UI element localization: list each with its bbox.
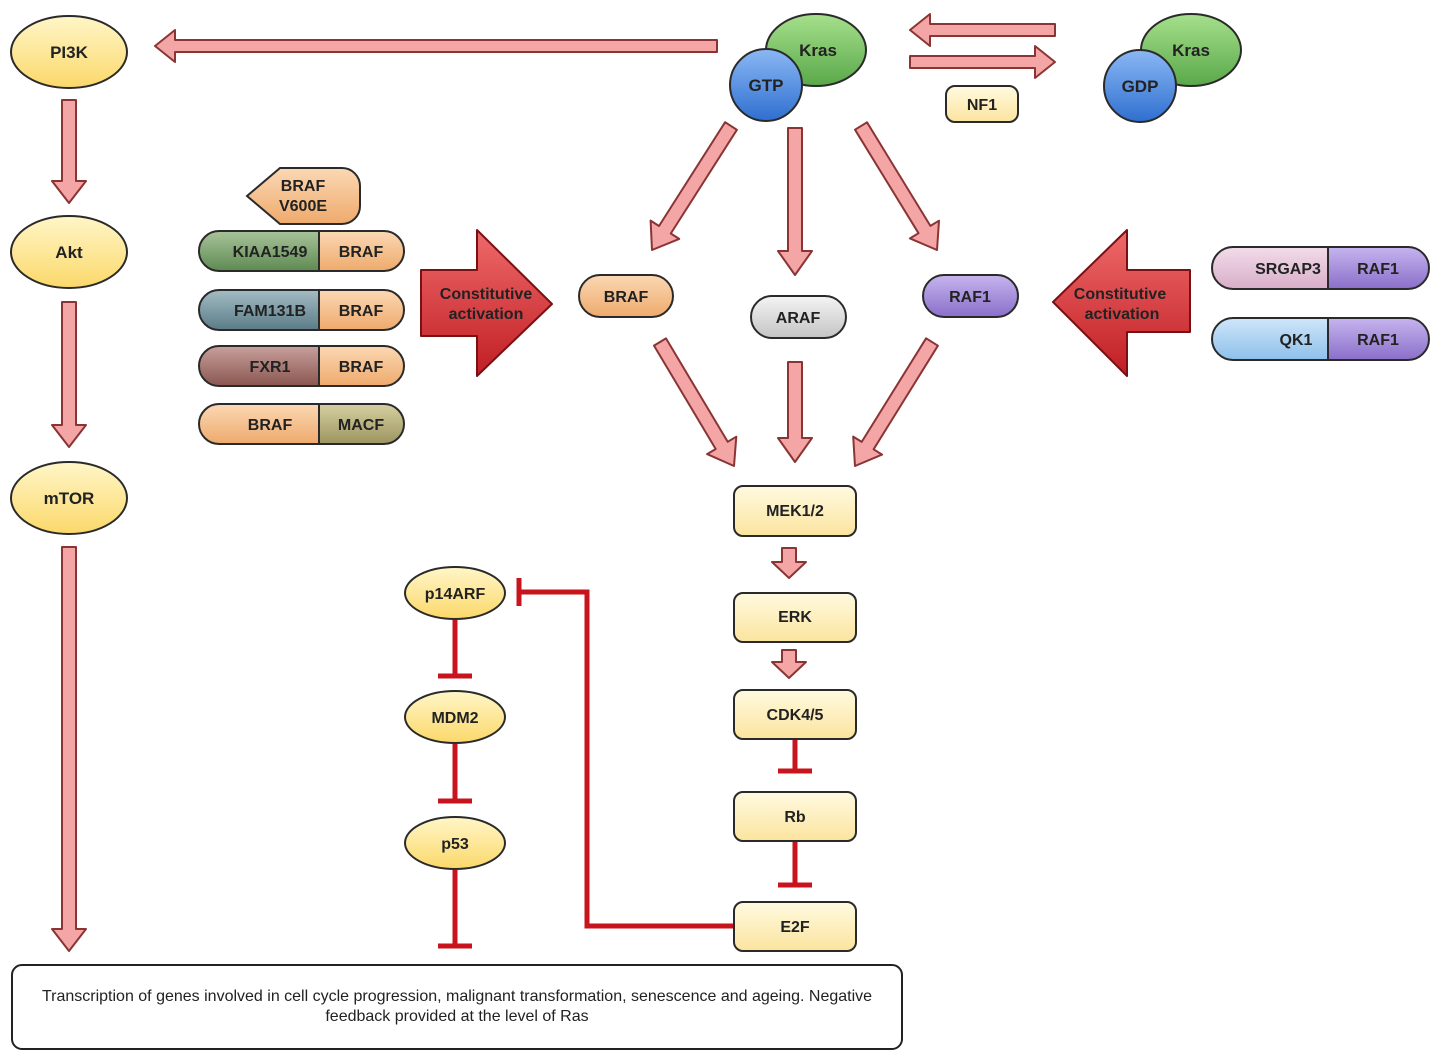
mek-label: MEK1/2 xyxy=(766,503,824,520)
raf1-node: RAF1 xyxy=(922,274,1019,318)
arrow-kras-to-braf xyxy=(649,121,738,251)
arrow-gtp-to-gdp xyxy=(909,45,1056,79)
arrow-pi3k-to-akt xyxy=(51,99,87,204)
constitutive-right-line1: Constitutive xyxy=(1074,286,1167,303)
arrow-raf1-to-mek xyxy=(852,337,939,467)
fusion-r2-partner: QK1 xyxy=(1280,332,1313,349)
p14arf-label: p14ARF xyxy=(425,586,486,603)
fusion-2-kinase: BRAF xyxy=(339,303,384,320)
p14arf-node: p14ARF xyxy=(404,566,506,620)
arrow-mek-to-erk xyxy=(771,547,807,579)
mek-node: MEK1/2 xyxy=(733,485,857,537)
fusion-4-partner: MACF xyxy=(338,417,384,434)
fusion-r2-kinase: RAF1 xyxy=(1357,332,1399,349)
fusion-4-kinase: BRAF xyxy=(248,417,293,434)
arrow-kras-to-araf xyxy=(777,127,813,276)
fusion-3-kinase: BRAF xyxy=(339,359,384,376)
raf1-label: RAF1 xyxy=(949,289,991,306)
e2f-node: E2F xyxy=(733,901,857,952)
fusion-r1-partner: SRGAP3 xyxy=(1255,261,1321,278)
inhibit-cdk-rb xyxy=(778,740,812,774)
araf-node: ARAF xyxy=(750,295,847,339)
constitutive-arrow-right: Constitutive activation xyxy=(1052,229,1191,377)
braf-v600e-label-1: BRAF xyxy=(281,178,326,195)
constitutive-arrow-left: Constitutive activation xyxy=(420,229,553,377)
akt-node: Akt xyxy=(10,215,128,289)
constitutive-left-line2: activation xyxy=(449,306,524,323)
arrow-kras-to-raf1 xyxy=(854,121,940,251)
kras-gdp-label: Kras xyxy=(1172,41,1210,60)
braf-node: BRAF xyxy=(578,274,674,318)
e2f-label: E2F xyxy=(780,919,810,936)
akt-label: Akt xyxy=(55,243,83,262)
nf1-label: NF1 xyxy=(967,97,997,114)
arrow-kras-to-pi3k xyxy=(154,29,718,63)
braf-v600e-label-2: V600E xyxy=(279,198,327,215)
pi3k-node: PI3K xyxy=(10,15,128,89)
araf-label: ARAF xyxy=(776,310,821,327)
p53-label: p53 xyxy=(441,836,469,853)
fusion-srgap3-raf1: SRGAP3 RAF1 xyxy=(1211,246,1430,290)
kras-gdp-complex: Kras GDP xyxy=(1103,13,1242,123)
cdk-node: CDK4/5 xyxy=(733,689,857,740)
erk-node: ERK xyxy=(733,592,857,643)
braf-v600e-node: BRAF V600E xyxy=(245,167,361,225)
mtor-node: mTOR xyxy=(10,461,128,535)
fusion-2-partner: FAM131B xyxy=(234,303,306,320)
nf1-node: NF1 xyxy=(945,85,1019,123)
arrow-mtor-to-transcription xyxy=(51,546,87,952)
arrow-braf-to-mek xyxy=(653,337,738,467)
inhibit-p14arf-mdm2 xyxy=(438,620,472,679)
fusion-fxr1-braf: FXR1 BRAF xyxy=(198,345,405,387)
braf-label: BRAF xyxy=(604,289,649,306)
arrow-erk-to-cdk xyxy=(771,649,807,679)
constitutive-left-line1: Constitutive xyxy=(440,286,533,303)
pi3k-label: PI3K xyxy=(50,43,89,62)
fusion-kiaa1549-braf: KIAA1549 BRAF xyxy=(198,230,405,272)
feedback-e2f-p14arf xyxy=(516,578,733,929)
fusion-1-partner: KIAA1549 xyxy=(233,244,308,261)
mtor-label: mTOR xyxy=(44,489,95,508)
inhibit-p53-transcription xyxy=(438,870,472,949)
rb-label: Rb xyxy=(784,809,806,826)
p53-node: p53 xyxy=(404,816,506,870)
gtp-label: GTP xyxy=(749,76,784,95)
gdp-label: GDP xyxy=(1122,77,1159,96)
kras-gtp-complex: Kras GTP xyxy=(729,13,867,122)
mdm2-node: MDM2 xyxy=(404,690,506,744)
fusion-braf-macf: BRAF MACF xyxy=(198,403,405,445)
constitutive-right-line2: activation xyxy=(1085,306,1160,323)
transcription-caption: Transcription of genes involved in cell … xyxy=(41,988,873,1025)
fusion-1-kinase: BRAF xyxy=(339,244,384,261)
inhibit-mdm2-p53 xyxy=(438,744,472,804)
inhibit-rb-e2f xyxy=(778,842,812,888)
arrow-akt-to-mtor xyxy=(51,301,87,448)
inhibition-lines xyxy=(438,578,812,949)
erk-label: ERK xyxy=(778,609,812,626)
fusion-3-partner: FXR1 xyxy=(250,359,291,376)
fusion-r1-kinase: RAF1 xyxy=(1357,261,1399,278)
transcription-caption-box: Transcription of genes involved in cell … xyxy=(11,964,903,1050)
cdk-label: CDK4/5 xyxy=(767,707,824,724)
fusion-fam131b-braf: FAM131B BRAF xyxy=(198,289,405,331)
fusion-qk1-raf1: QK1 RAF1 xyxy=(1211,317,1430,361)
kras-gtp-label: Kras xyxy=(799,41,837,60)
rb-node: Rb xyxy=(733,791,857,842)
activation-arrows xyxy=(51,13,1056,952)
mdm2-label: MDM2 xyxy=(431,710,478,727)
arrow-gdp-to-gtp xyxy=(909,13,1056,47)
arrow-araf-to-mek xyxy=(777,361,813,463)
